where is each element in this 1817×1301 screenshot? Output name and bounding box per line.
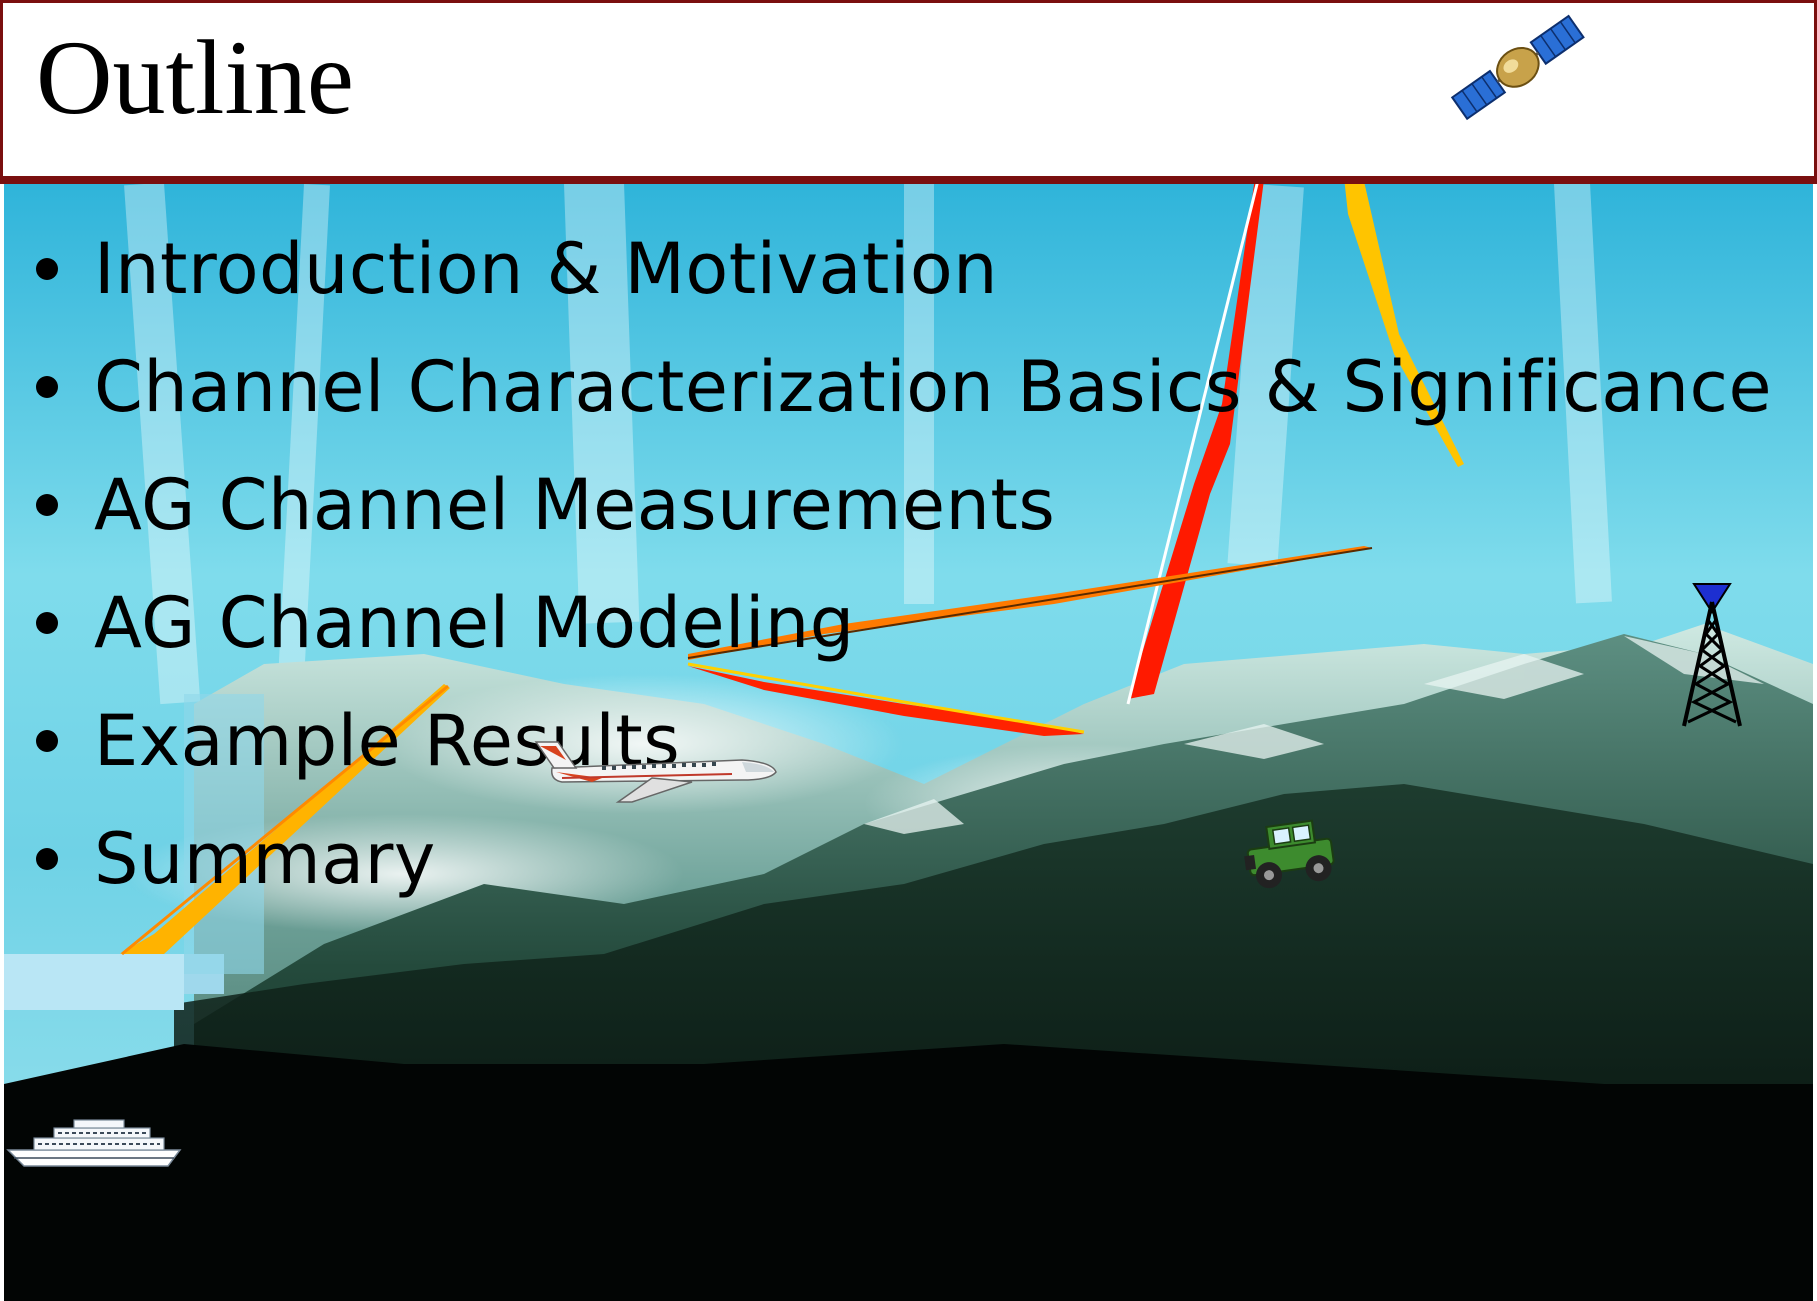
bullet-icon bbox=[36, 258, 58, 280]
satellite-icon bbox=[1450, 14, 1585, 121]
title-divider bbox=[0, 176, 1817, 184]
bullet-text: Summary bbox=[94, 818, 436, 900]
bullet-text: Introduction & Motivation bbox=[94, 228, 999, 310]
list-item: Introduction & Motivation bbox=[36, 210, 1772, 328]
jeep-icon bbox=[1244, 819, 1335, 889]
bullet-icon bbox=[36, 612, 58, 634]
airplane-icon bbox=[534, 741, 777, 803]
background-scene bbox=[4, 184, 1813, 1301]
list-item: AG Channel Modeling bbox=[36, 564, 1772, 682]
radio-tower-icon bbox=[1682, 583, 1742, 727]
bullet-text: Channel Characterization Basics & Signif… bbox=[94, 346, 1773, 428]
list-item: AG Channel Measurements bbox=[36, 446, 1772, 564]
bullet-icon bbox=[36, 494, 58, 516]
bullet-icon bbox=[36, 730, 58, 752]
list-item: Channel Characterization Basics & Signif… bbox=[36, 328, 1772, 446]
list-item: Example Results bbox=[36, 682, 1772, 800]
title-bar bbox=[0, 0, 1817, 176]
bullet-icon bbox=[36, 376, 58, 398]
bullet-text: AG Channel Modeling bbox=[94, 582, 855, 664]
ship-icon bbox=[6, 1119, 182, 1167]
bullet-icon bbox=[36, 848, 58, 870]
slide-title: Outline bbox=[36, 19, 354, 136]
bullet-list: Introduction & Motivation Channel Charac… bbox=[36, 210, 1772, 918]
bullet-text: AG Channel Measurements bbox=[94, 464, 1056, 546]
list-item: Summary bbox=[36, 800, 1772, 918]
